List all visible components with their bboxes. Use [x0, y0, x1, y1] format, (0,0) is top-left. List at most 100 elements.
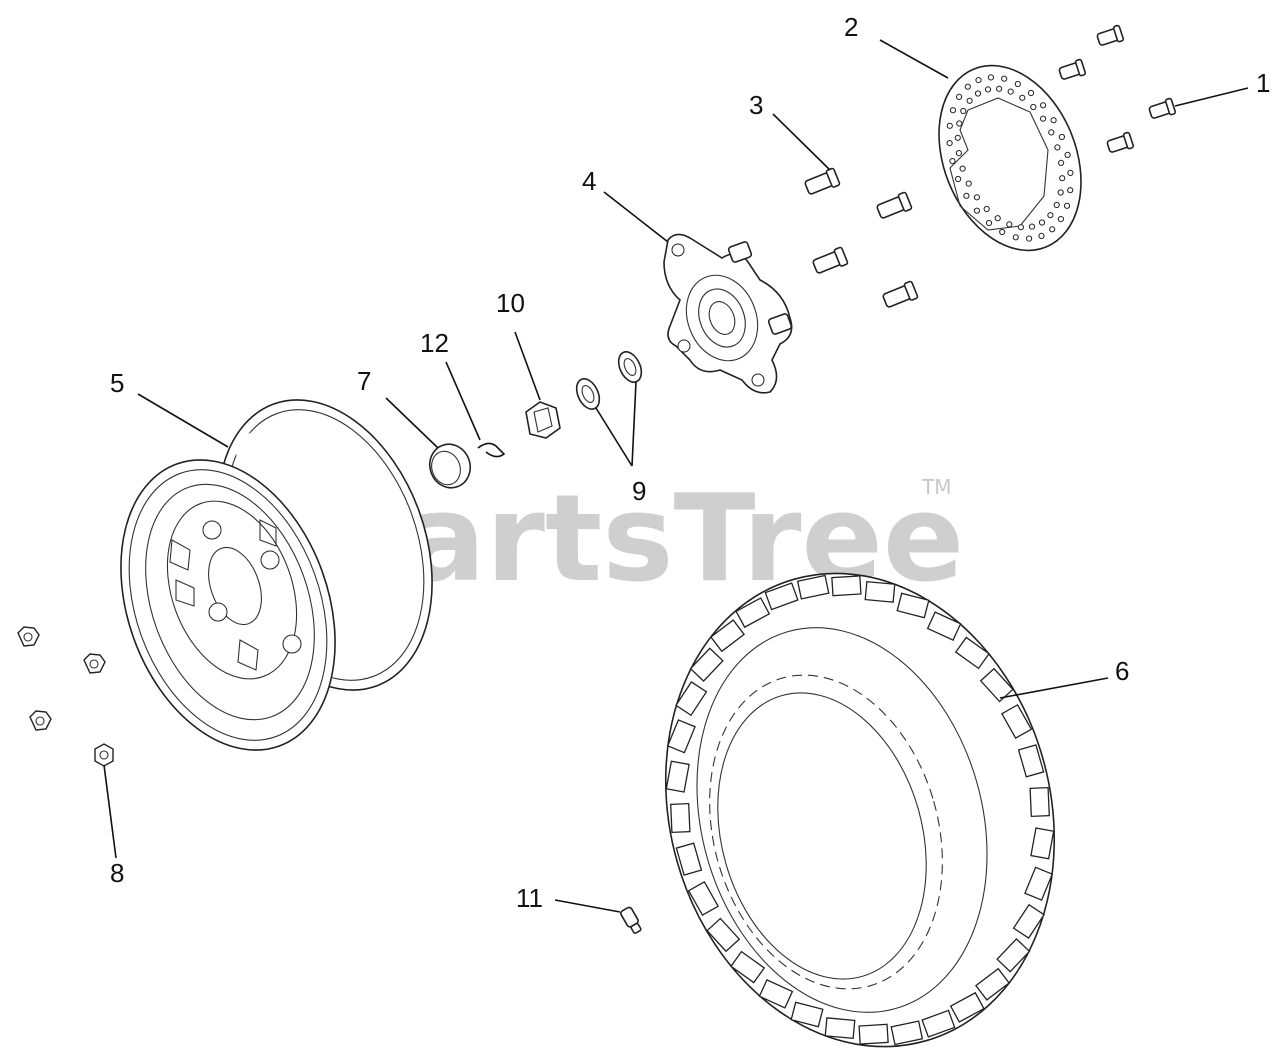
disc-hole — [1058, 159, 1065, 166]
part-9-washers[interactable] — [572, 348, 646, 412]
disc-hole — [1026, 235, 1033, 242]
tread-block — [796, 574, 830, 600]
tread-block — [926, 611, 962, 641]
leader-lines — [103, 39, 1249, 913]
part-12-cotter-pin[interactable] — [477, 442, 506, 458]
part-4-wheel-hub[interactable] — [663, 233, 793, 394]
disc-hole — [1063, 202, 1071, 209]
callout-4[interactable]: 4 — [582, 166, 596, 196]
tread-block — [709, 619, 746, 653]
tread-block — [790, 1001, 824, 1028]
disc-hole — [973, 194, 981, 201]
disc-hole — [1028, 223, 1036, 230]
part-8-lug-nuts[interactable] — [17, 626, 114, 767]
disc-hole — [974, 90, 982, 97]
tread-block — [666, 719, 696, 754]
disc-hole — [964, 83, 971, 90]
watermark-trademark: TM — [921, 475, 951, 499]
disc-hole — [1053, 201, 1060, 209]
disc-hole — [1048, 129, 1055, 136]
disc-hole — [946, 122, 953, 129]
disc-hole — [1067, 187, 1074, 194]
tread-block — [687, 880, 720, 917]
disc-hole — [960, 107, 967, 115]
disc-hole — [1019, 94, 1026, 101]
tread-block — [1029, 786, 1050, 818]
part-1-disc-bolts[interactable] — [1058, 24, 1177, 155]
tread-block — [1030, 827, 1055, 860]
part-11-valve-stem[interactable] — [620, 906, 643, 935]
disc-hole — [1038, 232, 1045, 239]
disc-hole — [955, 175, 962, 183]
tread-block — [665, 760, 690, 793]
callout-2[interactable]: 2 — [844, 12, 858, 42]
disc-hole — [954, 134, 961, 141]
part-5-wheel-rim[interactable] — [83, 370, 471, 780]
disc-hole — [1050, 117, 1057, 124]
disc-hole — [956, 120, 963, 127]
disc-hole — [959, 165, 966, 172]
disc-hole — [963, 192, 970, 199]
disc-hole — [1040, 102, 1047, 109]
disc-hole — [966, 97, 973, 104]
tread-block — [764, 582, 799, 611]
tread-block — [1000, 703, 1033, 740]
disc-hole — [984, 86, 992, 93]
part-2-brake-disc[interactable] — [913, 44, 1107, 271]
callout-10[interactable]: 10 — [496, 288, 525, 318]
callout-5[interactable]: 5 — [110, 368, 124, 398]
tread-block — [954, 636, 990, 670]
part-3-wheel-studs[interactable] — [804, 167, 919, 310]
callout-12[interactable]: 12 — [420, 328, 449, 358]
disc-hole — [983, 205, 990, 213]
tread-block — [996, 938, 1031, 973]
callout-1[interactable]: 1 — [1256, 68, 1270, 98]
tread-block — [675, 842, 703, 876]
disc-hole — [973, 207, 981, 214]
callout-9[interactable]: 9 — [632, 476, 646, 506]
disc-hole — [996, 85, 1003, 92]
tread-block — [974, 967, 1011, 1001]
disc-hole — [949, 158, 956, 165]
tread-block — [730, 950, 766, 984]
callout-6[interactable]: 6 — [1115, 656, 1129, 686]
tread-block — [831, 575, 862, 597]
callout-11[interactable]: 11 — [516, 883, 543, 913]
disc-hole — [1014, 80, 1021, 88]
callout-8[interactable]: 8 — [110, 858, 124, 888]
tread-block — [670, 802, 691, 834]
callout-labels: 1 2 3 4 5 6 7 8 9 10 11 12 — [110, 12, 1270, 913]
disc-hole — [946, 140, 953, 147]
disc-hole — [1064, 151, 1071, 158]
disc-hole — [1030, 103, 1037, 111]
disc-hole — [1017, 224, 1025, 231]
callout-3[interactable]: 3 — [749, 90, 763, 120]
callout-7[interactable]: 7 — [357, 366, 371, 396]
disc-hole — [1059, 175, 1066, 182]
tread-block — [706, 917, 741, 953]
disc-hole — [1057, 216, 1065, 223]
tread-block — [858, 1023, 889, 1045]
disc-hole — [1012, 234, 1019, 241]
tread-block — [921, 1009, 956, 1038]
tread-block — [1012, 903, 1045, 939]
disc-hole — [949, 107, 957, 114]
disc-hole — [955, 150, 963, 157]
tread-block — [979, 667, 1014, 703]
disc-hole — [956, 93, 963, 101]
part-7-dust-cap[interactable] — [424, 438, 477, 493]
part-6-tire[interactable] — [611, 527, 1109, 1058]
part-10-castle-nut[interactable] — [525, 401, 561, 439]
disc-hole — [1067, 169, 1074, 176]
disc-hole — [1049, 226, 1056, 233]
tread-block — [864, 580, 896, 603]
disc-hole — [1047, 212, 1054, 219]
tread-block — [675, 681, 708, 717]
disc-hole — [1058, 133, 1066, 141]
tread-block — [735, 597, 771, 629]
disc-hole — [985, 219, 993, 227]
tread-block — [1017, 744, 1045, 778]
tread-block — [689, 647, 724, 682]
disc-hole — [1001, 75, 1008, 82]
